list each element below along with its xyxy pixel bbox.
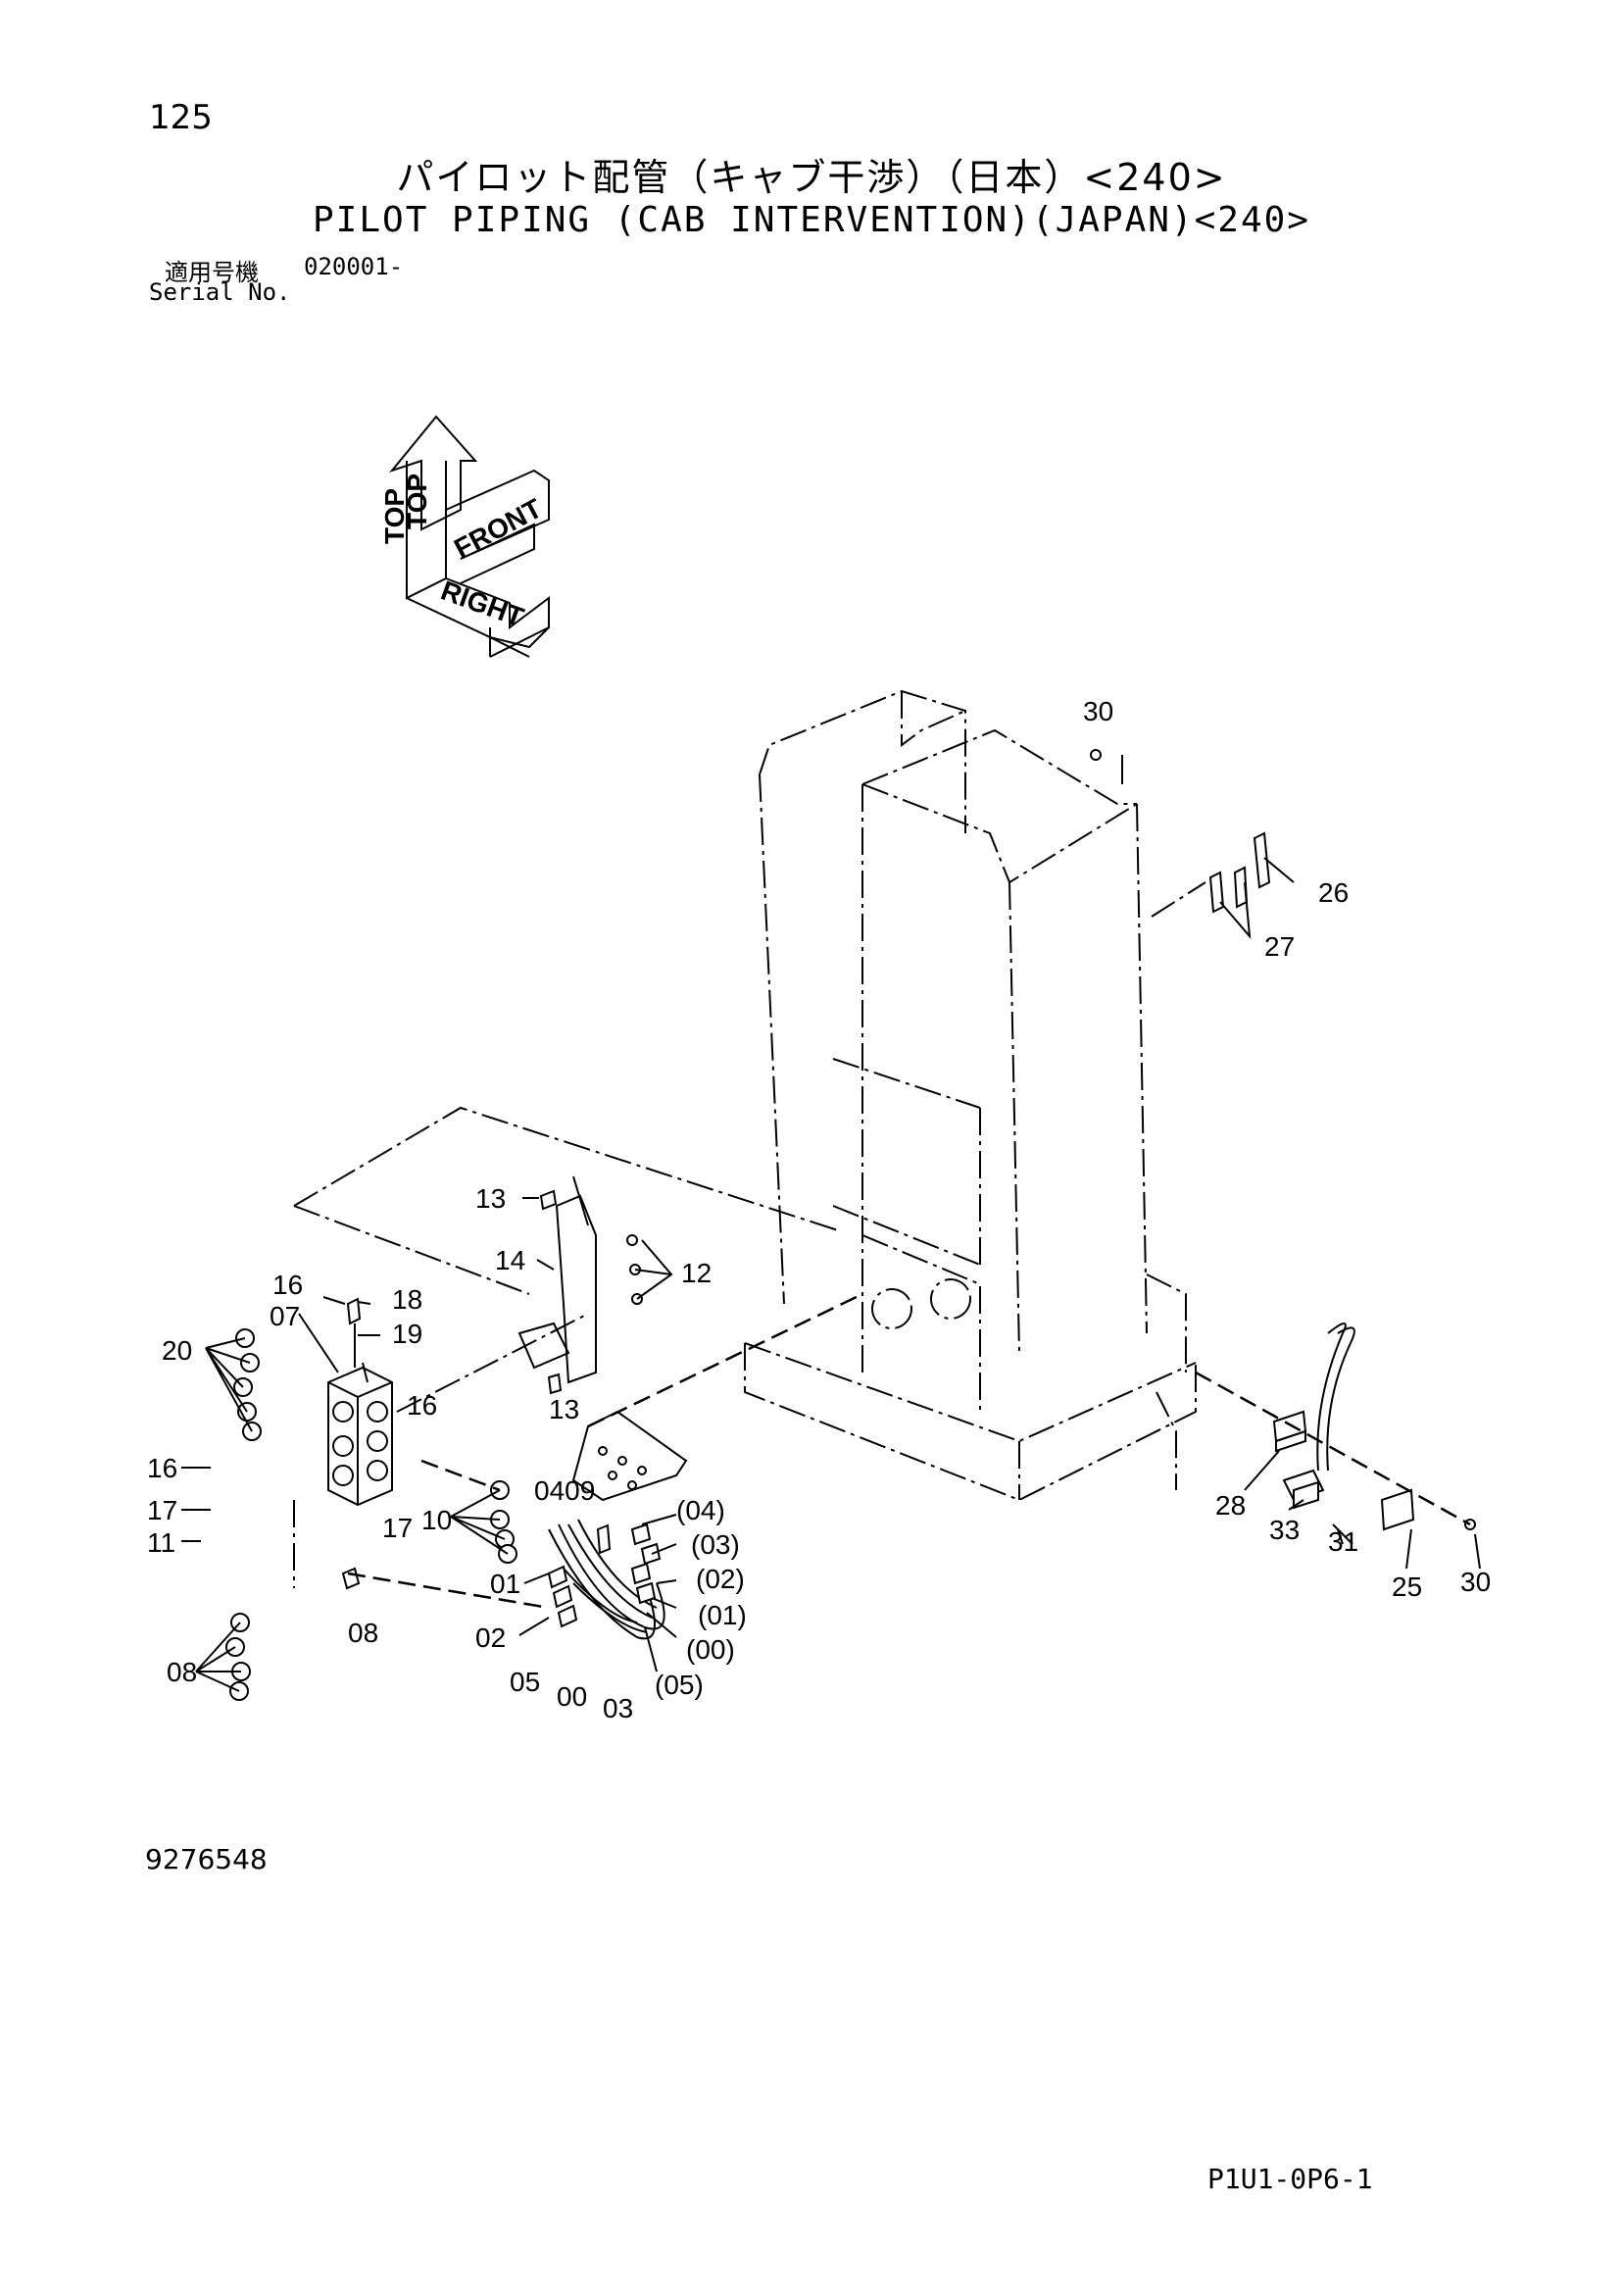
- page-title-english: PILOT PIPING (CAB INTERVENTION)(JAPAN)<2…: [313, 200, 1310, 240]
- page-number: 125: [149, 98, 213, 137]
- page-code: P1U1-0P6-1: [1207, 2163, 1373, 2195]
- document-number: 9276548: [145, 1843, 268, 1875]
- svg-text:RIGHT: RIGHT: [437, 575, 527, 633]
- fittings-08: [225, 1567, 361, 1701]
- callout-03-paren: (03): [691, 1529, 740, 1560]
- top-label-shadow: TOP: [402, 474, 432, 529]
- callout-30-bottom: 30: [1460, 1567, 1491, 1597]
- callout-13-bottom: 13: [549, 1394, 579, 1424]
- callout-04-paren: (04): [676, 1495, 725, 1525]
- callout-25: 25: [1392, 1572, 1422, 1602]
- callout-00: 00: [557, 1681, 587, 1712]
- callout-05: 05: [510, 1667, 540, 1697]
- callout-28: 28: [1215, 1490, 1246, 1521]
- callout-27: 27: [1264, 931, 1295, 962]
- callout-10: 10: [421, 1505, 452, 1535]
- control-valve-block: [293, 1297, 589, 1588]
- callout-16-top: 16: [272, 1270, 303, 1300]
- callout-16-right: 16: [407, 1390, 437, 1421]
- bracket-26-27: [1090, 749, 1271, 918]
- switch-assembly: [1195, 1323, 1476, 1545]
- callout-01: 01: [490, 1569, 520, 1599]
- callout-12: 12: [681, 1258, 712, 1288]
- svg-text:FRONT: FRONT: [449, 493, 547, 565]
- serial-label-english: Serial No.: [149, 278, 291, 306]
- callout-17-right: 17: [382, 1513, 413, 1543]
- callout-05-paren: (05): [655, 1670, 704, 1700]
- callout-0409: 0409: [534, 1475, 595, 1506]
- callout-13-top: 13: [475, 1183, 506, 1214]
- svg-text:TOP: TOP: [402, 474, 432, 529]
- hose-bundle: [347, 1519, 665, 1640]
- callout-19: 19: [392, 1319, 422, 1349]
- callout-08-right: 08: [348, 1618, 378, 1648]
- callout-17-left: 17: [147, 1495, 177, 1525]
- callout-16-left: 16: [147, 1453, 177, 1483]
- serial-label-japanese: 適用号機: [165, 259, 259, 286]
- orientation-indicator: TOP TOP FRONT RIGHT: [379, 415, 550, 658]
- callout-01-paren: (01): [698, 1600, 747, 1630]
- leader-lines: [181, 857, 1481, 1692]
- top-label: TOP: [379, 488, 410, 544]
- callout-33: 33: [1269, 1515, 1300, 1545]
- callout-08-left: 08: [167, 1657, 197, 1687]
- callout-labels: 30 26 27 13 14 12 13 16 18 07 19 20 16 1…: [147, 696, 1491, 1723]
- serial-code: 020001-: [304, 253, 404, 280]
- callout-14: 14: [495, 1245, 525, 1275]
- svg-text:TOP: TOP: [379, 488, 410, 544]
- callout-18: 18: [392, 1284, 422, 1315]
- page-title-japanese: パイロット配管（キャブ干渉）（日本）<240>: [396, 156, 1227, 199]
- cab-frame: [744, 689, 1197, 1502]
- callout-30-top: 30: [1083, 696, 1113, 726]
- manifold-plate: [571, 1292, 863, 1502]
- callout-07: 07: [270, 1301, 300, 1331]
- right-label: RIGHT: [437, 575, 527, 633]
- callout-00-paren: (00): [686, 1634, 735, 1665]
- callout-26: 26: [1318, 877, 1349, 908]
- callout-03: 03: [603, 1693, 633, 1723]
- callout-02: 02: [475, 1622, 506, 1653]
- plate-assembly: [293, 1106, 839, 1395]
- callout-02-paren: (02): [696, 1564, 745, 1594]
- callout-31: 31: [1328, 1526, 1358, 1557]
- front-label: FRONT: [449, 493, 547, 565]
- callout-11: 11: [147, 1527, 175, 1558]
- callout-20: 20: [162, 1335, 192, 1366]
